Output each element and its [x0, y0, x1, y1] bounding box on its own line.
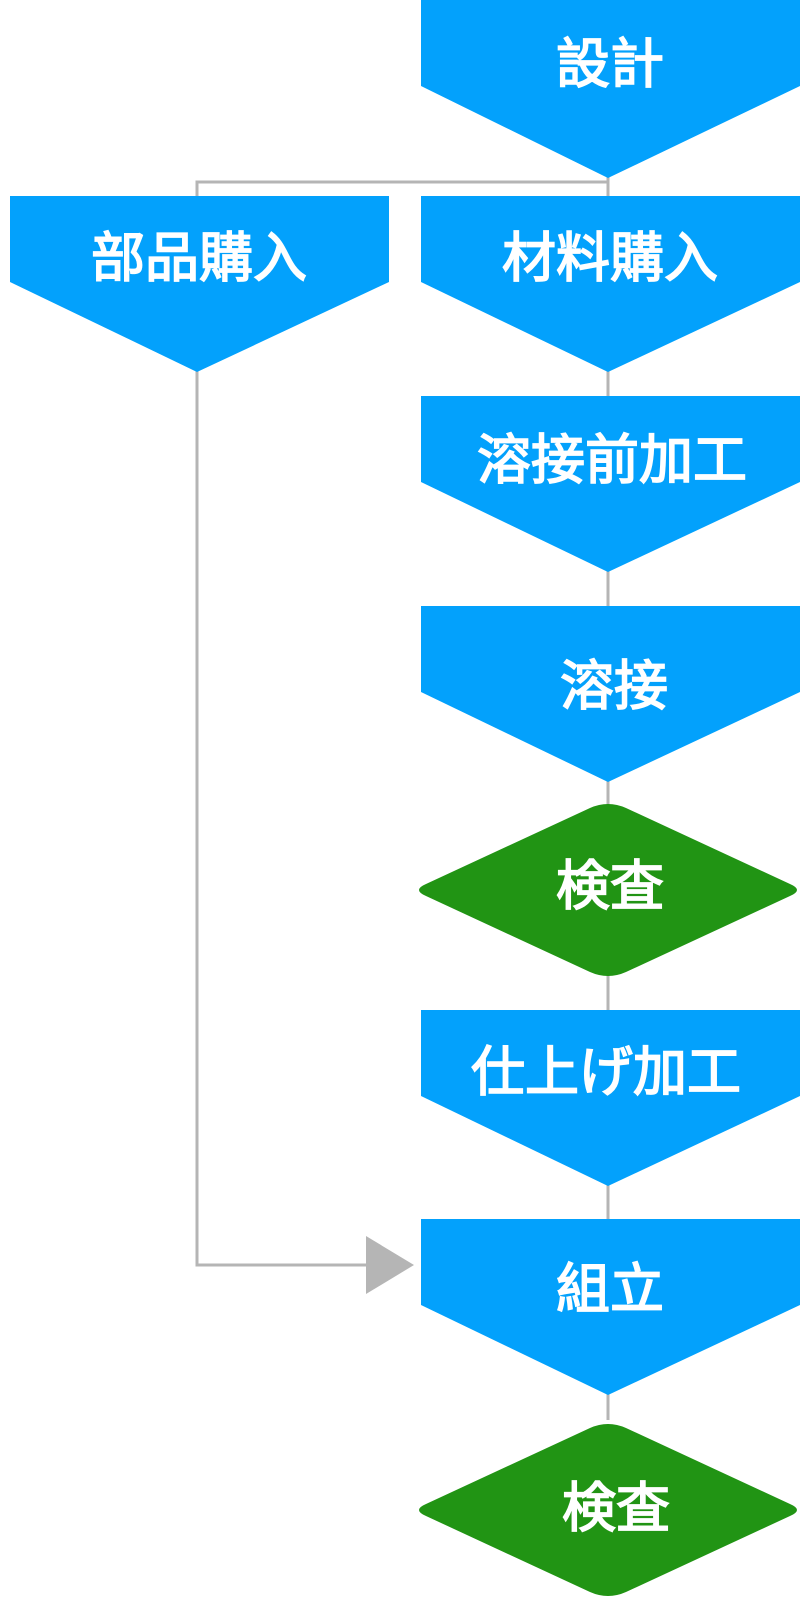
step-design: 設計 — [421, 0, 800, 178]
connectors — [195, 170, 610, 1420]
arrow-head-icon — [366, 1236, 414, 1294]
pentagon-shape — [421, 1219, 800, 1395]
step-label: 検査 — [562, 1477, 670, 1540]
step-pre-weld-processing: 溶接前加工 — [421, 396, 800, 572]
pentagon-shape — [421, 0, 800, 178]
step-label: 組立 — [556, 1258, 664, 1321]
pentagon-shape — [421, 606, 800, 782]
step-label: 設計 — [556, 33, 664, 96]
step-label: 溶接 — [560, 655, 668, 718]
step-material-purchase: 材料購入 — [421, 196, 800, 372]
diamond-shape — [419, 1424, 797, 1596]
diamond-shape — [419, 804, 797, 976]
step-label: 部品購入 — [91, 227, 307, 290]
connector-parts-to-assembly — [195, 368, 370, 1267]
step-assembly: 組立 — [421, 1219, 800, 1395]
pentagon-shape — [421, 1010, 800, 1186]
step-welding: 溶接 — [421, 606, 800, 782]
pentagon-shape — [421, 396, 800, 572]
step-label: 検査 — [556, 855, 664, 918]
pentagon-shape — [10, 196, 389, 372]
step-parts-purchase: 部品購入 — [10, 196, 389, 372]
step-label: 材料購入 — [502, 227, 718, 290]
step-label: 仕上げ加工 — [471, 1041, 741, 1104]
connector-branch-top — [195, 180, 608, 196]
step-inspection-2: 検査 — [419, 1424, 797, 1596]
step-label: 溶接前加工 — [477, 429, 747, 492]
step-inspection-1: 検査 — [419, 804, 797, 976]
pentagon-shape — [421, 196, 800, 372]
step-finishing: 仕上げ加工 — [421, 1010, 800, 1186]
